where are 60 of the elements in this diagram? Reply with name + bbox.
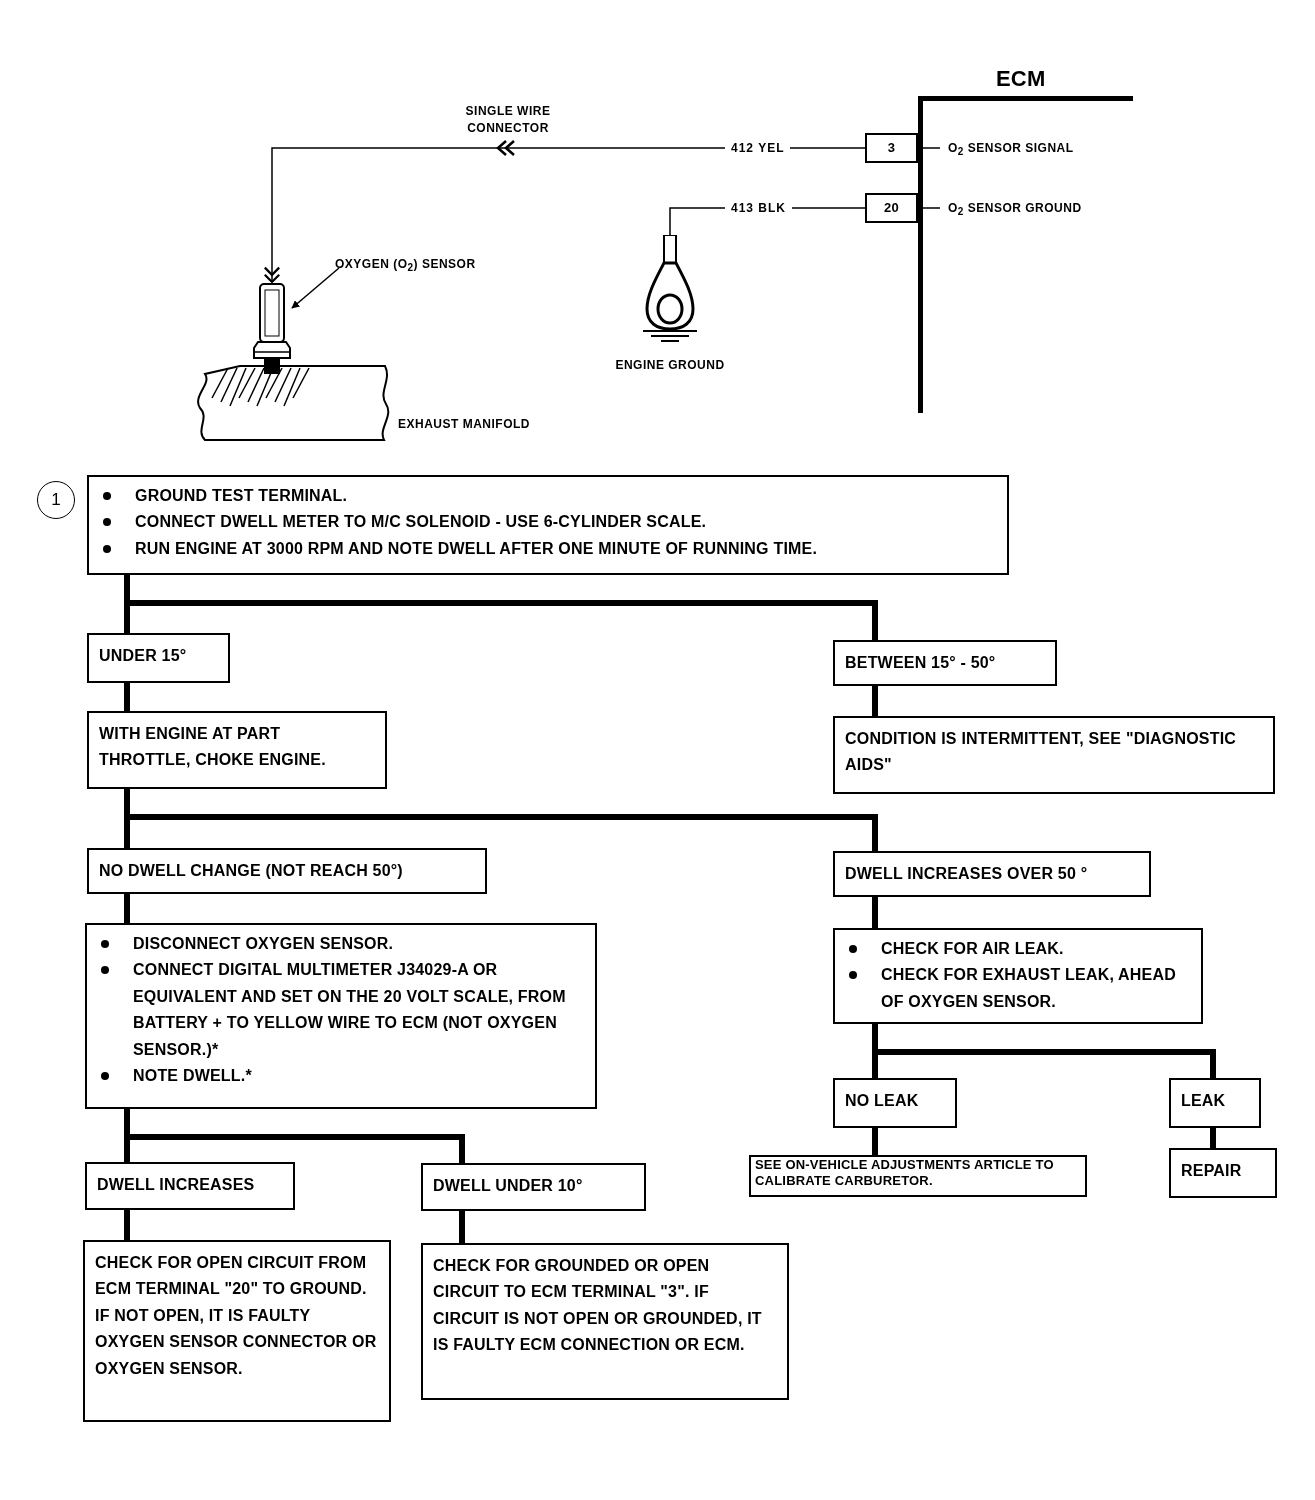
step-text: CONDITION IS INTERMITTENT, SEE "DIAGNOSTIC AIDS" (844, 729, 1238, 776)
process-box (833, 640, 1057, 686)
part-label: ENGINE GROUND (615, 357, 725, 374)
wire-connector (263, 147, 866, 284)
step-text: BETWEEN 15° - 50° (844, 653, 997, 673)
step-text: CHECK FOR OPEN CIRCUIT FROM ECM TERMINAL "20" TO GROUND. IF NOT OPEN, IT IS FAULTY OXYGEN SENSOR CONNECTOR OR OXYGEN SENSOR. (94, 1253, 378, 1379)
process-box (85, 1162, 295, 1210)
part-label: SINGLE WIRE CONNECTOR (464, 103, 552, 137)
process-box (1169, 1148, 1277, 1198)
part-label: O$_{2}$ SENSOR GROUND (948, 200, 1083, 220)
step-text: CONNECT DIGITAL MULTIMETER J34029-A OR EQUIVALENT AND SET ON THE 20 VOLT SCALE, FROM BATTERY + TO YELLOW WIRE TO ECM (NOT OXYGEN SENSOR.)* (133, 960, 567, 1060)
terminal-box: 3 (865, 133, 918, 163)
step-text: UNDER 15° (98, 646, 188, 666)
step-text: DWELL INCREASES (96, 1175, 256, 1195)
step-text: DWELL UNDER 10° (432, 1176, 584, 1196)
process-box (833, 716, 1275, 794)
process-box (1169, 1078, 1261, 1128)
flow-connector (124, 1109, 465, 1163)
step-text: CHECK FOR AIR LEAK. (881, 939, 1064, 959)
step-number-circle: 1 (37, 481, 75, 519)
step-text: LEAK (1180, 1091, 1227, 1111)
part-label: O$_{2}$ SENSOR SIGNAL (948, 140, 1075, 160)
terminal-box: 20 (865, 193, 918, 223)
step-text: DISCONNECT OXYGEN SENSOR. (133, 934, 394, 954)
flow-connector (124, 1210, 130, 1240)
process-box (421, 1163, 646, 1211)
flow-connector (872, 686, 878, 716)
process-box (87, 848, 487, 894)
process-box (83, 1240, 391, 1422)
process-box (85, 923, 597, 1109)
step-text: RUN ENGINE AT 3000 RPM AND NOTE DWELL AFTER ONE MINUTE OF RUNNING TIME. (135, 538, 818, 559)
part-label: EXHAUST MANIFOLD (398, 416, 531, 433)
part-label: OXYGEN (O$_{2}$) SENSOR (335, 256, 477, 276)
flow-connector (124, 683, 130, 711)
leader-line (291, 267, 340, 309)
process-box (421, 1243, 789, 1400)
flow-connector (124, 894, 130, 923)
flow-connector (872, 1128, 878, 1155)
step-text: CHECK FOR GROUNDED OR OPEN CIRCUIT TO ECM TERMINAL "3". IF CIRCUIT IS NOT OPEN OR GROUNDED, IT IS FAULTY ECM CONNECTION OR ECM. (432, 1256, 763, 1356)
process-box (87, 633, 230, 683)
step-text: GROUND TEST TERMINAL. (135, 486, 348, 506)
process-box (833, 1078, 957, 1128)
step-text: WITH ENGINE AT PART THROTTLE, CHOKE ENGINE. (98, 724, 327, 771)
process-box (833, 851, 1151, 897)
flow-connector (459, 1211, 465, 1243)
node-title: ECM (996, 66, 1046, 92)
process-box (87, 711, 387, 789)
step-text: NO DWELL CHANGE (NOT REACH 50°) (98, 861, 404, 881)
flow-connector (1210, 1128, 1216, 1148)
process-box (749, 1155, 1087, 1197)
step-text: SEE ON-VEHICLE ADJUSTMENTS ARTICLE TO CALIBRATE CARBURETOR. (754, 1157, 1055, 1189)
step-text: CONNECT DWELL METER TO M/C SOLENOID - USE 6-CYLINDER SCALE. (135, 512, 707, 533)
step-text: REPAIR (1180, 1161, 1243, 1181)
step-text: NOTE DWELL.* (133, 1065, 252, 1086)
step-text: CHECK FOR EXHAUST LEAK, AHEAD OF OXYGEN SENSOR. (881, 965, 1177, 1012)
step-text: DWELL INCREASES OVER 50 ° (844, 864, 1089, 884)
step-text: NO LEAK (844, 1091, 920, 1111)
process-box (833, 928, 1203, 1024)
flow-connector (872, 897, 878, 928)
flow-connector (872, 1024, 1216, 1078)
